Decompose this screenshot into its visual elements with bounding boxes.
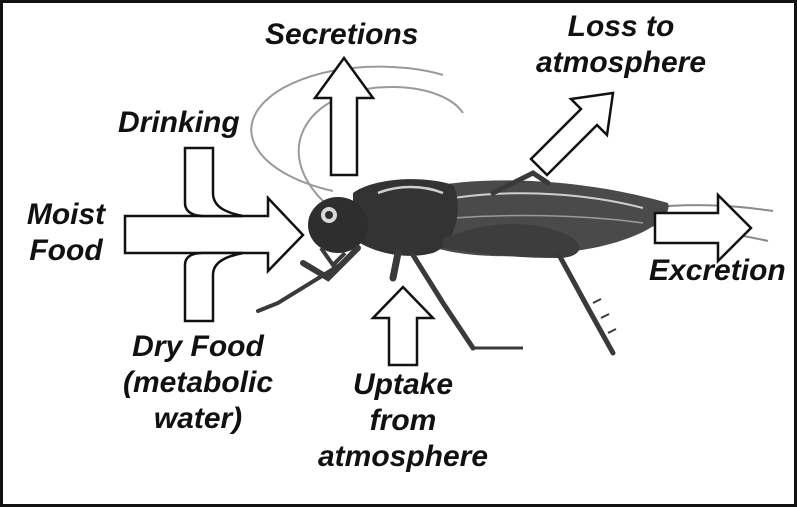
moist-label-line2: Food xyxy=(21,233,111,269)
uptake-label-line2: from xyxy=(303,403,503,439)
secretions-arrow xyxy=(315,58,373,175)
secretions-label: Secretions xyxy=(265,17,418,53)
middle-leg xyxy=(393,253,398,278)
dry-food-arrow xyxy=(185,253,243,321)
dry-food-label: Dry Food (metabolic water) xyxy=(103,329,293,437)
dry-label-line1: Dry Food xyxy=(103,329,293,365)
drinking-arrow xyxy=(185,148,243,216)
moist-food-label: Moist Food xyxy=(21,197,111,269)
hind-leg-tibia xyxy=(558,253,613,353)
cricket-head xyxy=(308,197,368,253)
loss-arrow xyxy=(531,93,613,175)
uptake-arrow xyxy=(373,287,433,365)
uptake-label-line1: Uptake xyxy=(303,367,503,403)
loss-to-atmosphere-label: Loss to atmosphere xyxy=(521,9,721,81)
moist-label-line1: Moist xyxy=(21,197,111,233)
loss-label-line1: Loss to xyxy=(521,9,721,45)
excretion-label: Excretion xyxy=(649,253,786,289)
cricket-icon xyxy=(251,67,773,353)
uptake-label-line3: atmosphere xyxy=(303,439,503,475)
dry-label-line2: (metabolic xyxy=(103,365,293,401)
drinking-label: Drinking xyxy=(118,105,240,141)
dry-label-line3: water) xyxy=(103,401,293,437)
cricket-thorax xyxy=(353,179,458,256)
uptake-label: Uptake from atmosphere xyxy=(303,367,503,475)
loss-label-line2: atmosphere xyxy=(521,45,721,81)
